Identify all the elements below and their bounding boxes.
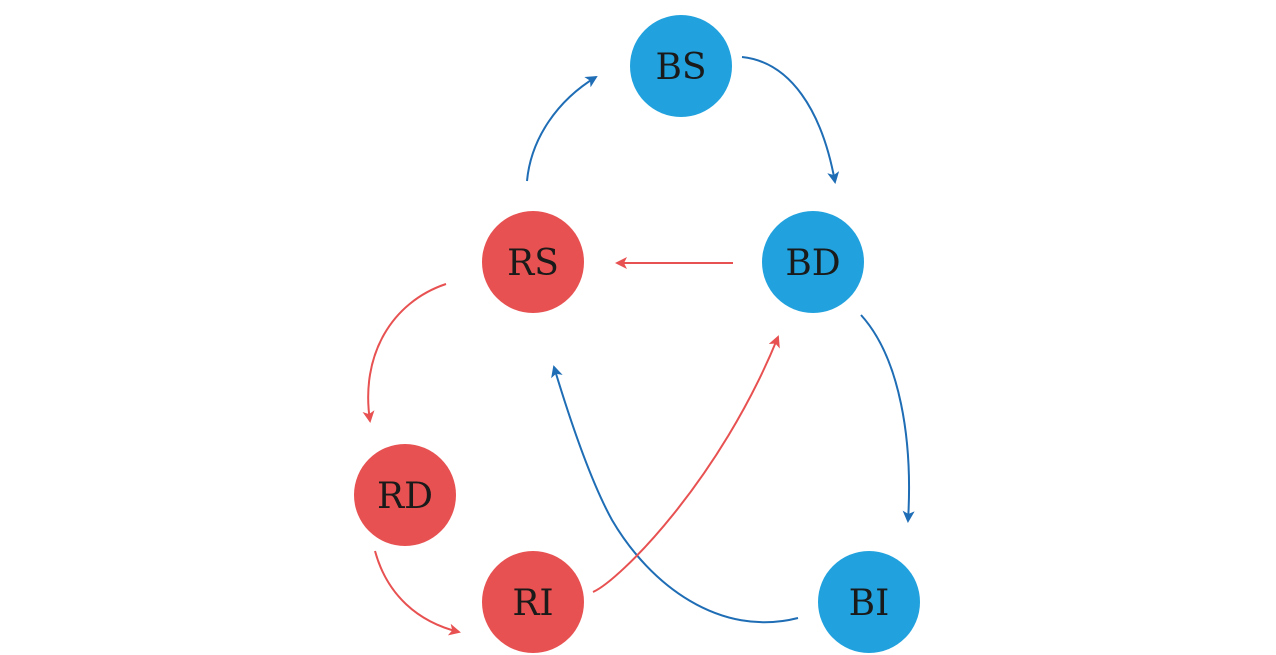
node-rs-label: RS xyxy=(507,243,559,284)
node-ri-circle xyxy=(482,551,584,653)
node-rd-circle xyxy=(354,444,456,546)
edges xyxy=(362,56,915,636)
node-bi-label: BI xyxy=(849,583,890,624)
node-ri: RI xyxy=(482,551,584,653)
edge-bd-bi xyxy=(860,314,915,523)
node-rs-circle xyxy=(482,211,584,313)
node-rd: RD xyxy=(354,444,456,546)
node-rd-label: RD xyxy=(377,476,433,517)
edge-rd-ri xyxy=(374,550,461,636)
edge-bi-rs xyxy=(551,365,799,624)
nodes: BS BD BI RS RD RI xyxy=(354,15,920,653)
node-bs-label: BS xyxy=(655,47,706,88)
edge-ri-bd xyxy=(592,335,780,593)
node-rs: RS xyxy=(482,211,584,313)
node-bs-circle xyxy=(630,15,732,117)
edge-rs-bs xyxy=(526,75,598,182)
edge-bs-bd xyxy=(741,56,840,184)
node-bd-circle xyxy=(762,211,864,313)
node-bi-circle xyxy=(818,551,920,653)
node-ri-label: RI xyxy=(512,583,553,624)
edge-rs-rd xyxy=(362,283,447,423)
node-bd: BD xyxy=(762,211,864,313)
node-bi: BI xyxy=(818,551,920,653)
node-bd-label: BD xyxy=(785,243,840,284)
node-bs: BS xyxy=(630,15,732,117)
